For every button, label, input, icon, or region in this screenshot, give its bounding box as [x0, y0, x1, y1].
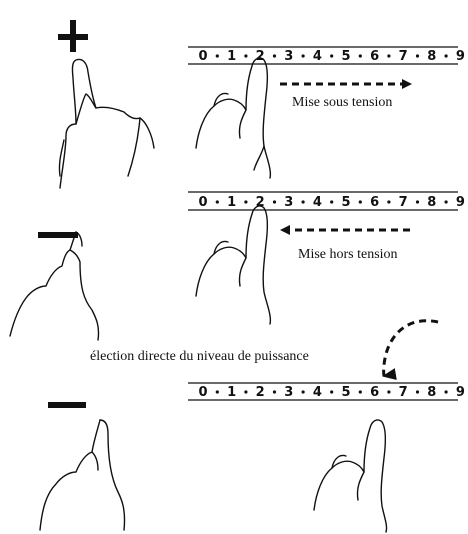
scale-separator-dot: [444, 200, 448, 204]
scale-separator-dot: [215, 200, 219, 204]
scale-separator-dot: [387, 200, 391, 204]
scale-separator-dot: [215, 390, 219, 394]
scale-separator-dot: [301, 390, 305, 394]
scale-separator-dot: [272, 390, 277, 394]
pointing-hand-icon: [58, 58, 155, 189]
scale-digit: 5: [341, 385, 350, 400]
scale-digit: 7: [399, 49, 408, 64]
scale-separator-dot: [301, 54, 305, 58]
scale-separator-dot: [244, 390, 248, 394]
caption-direct-selection: élection directe du niveau de puissance: [90, 349, 309, 364]
scale-separator-dot: [301, 200, 305, 204]
scale-digit: 6: [370, 195, 379, 210]
pointing-hand-icon: [39, 419, 126, 531]
scale-digit: 0: [198, 195, 207, 210]
scale-digit: 0: [198, 49, 207, 64]
scale-digit: 7: [399, 385, 408, 400]
scale-digit: 3: [284, 385, 293, 400]
scale-digit: 5: [341, 195, 350, 210]
scale-separator-dot: [330, 200, 334, 204]
scale-separator-dot: [358, 200, 362, 204]
scale-separator-dot: [415, 200, 420, 204]
scale-digit: 8: [427, 49, 436, 64]
scale-digit: 5: [341, 49, 350, 64]
pointing-hand-icon: [195, 57, 272, 179]
scale-digit: 2: [256, 195, 265, 210]
power-scale-3: 0 1 2 3 4 5 6 7 8 9: [188, 382, 465, 401]
scale-digit: 1: [227, 49, 236, 64]
pointing-hand-icon: [313, 419, 388, 533]
scale-digit: 4: [313, 195, 322, 210]
scale-separator-dot: [444, 54, 448, 58]
scale-digit: 2: [256, 385, 265, 400]
scale-digit: 8: [427, 195, 436, 210]
scale-digit: 6: [370, 385, 379, 400]
scale-digit: 3: [284, 49, 293, 64]
scale-separator-dot: [387, 54, 391, 58]
scale-digit: 0: [198, 385, 207, 400]
scale-digit: 9: [456, 385, 465, 400]
minus-button-icon: [48, 402, 86, 408]
scale-separator-dot: [415, 390, 420, 394]
minus-button-icon: [38, 232, 78, 238]
scale-separator-dot: [272, 54, 277, 58]
scale-separator-dot: [387, 390, 391, 394]
scale-separator-dot: [244, 54, 248, 58]
scale-separator-dot: [330, 54, 334, 58]
scale-digit: 4: [313, 385, 322, 400]
scale-separator-dot: [215, 54, 219, 58]
scale-separator-dot: [330, 390, 334, 394]
scale-separator-dot: [358, 390, 362, 394]
pointing-hand-icon: [195, 205, 272, 325]
scale-separator-dot: [272, 200, 277, 204]
pointing-hand-icon: [9, 231, 100, 341]
scale-digit: 1: [227, 195, 236, 210]
caption-power-off: Mise hors tension: [298, 247, 398, 262]
scale-digit: 1: [227, 385, 236, 400]
scale-digit: 7: [399, 195, 408, 210]
scale-digit: 3: [284, 195, 293, 210]
scale-digit: 9: [456, 195, 465, 210]
scale-digit: 8: [427, 385, 436, 400]
scale-digit: 9: [456, 49, 465, 64]
power-scale-1: 0 1 2 3 4 5 6 7 8 9: [188, 46, 465, 65]
scale-separator-dot: [415, 54, 420, 58]
power-scale-2: 0 1 2 3 4 5 6 7 8 9: [188, 191, 465, 211]
curved-arrow-down-icon: [382, 319, 439, 380]
scale-separator-dot: [244, 200, 248, 204]
plus-button-icon: [58, 20, 88, 52]
scale-separator-dot: [358, 54, 362, 58]
scale-digit: 2: [256, 49, 265, 64]
scale-separator-dot: [444, 390, 448, 394]
scale-digit: 6: [370, 49, 379, 64]
scale-digit: 4: [313, 49, 322, 64]
caption-power-on: Mise sous tension: [292, 95, 392, 110]
